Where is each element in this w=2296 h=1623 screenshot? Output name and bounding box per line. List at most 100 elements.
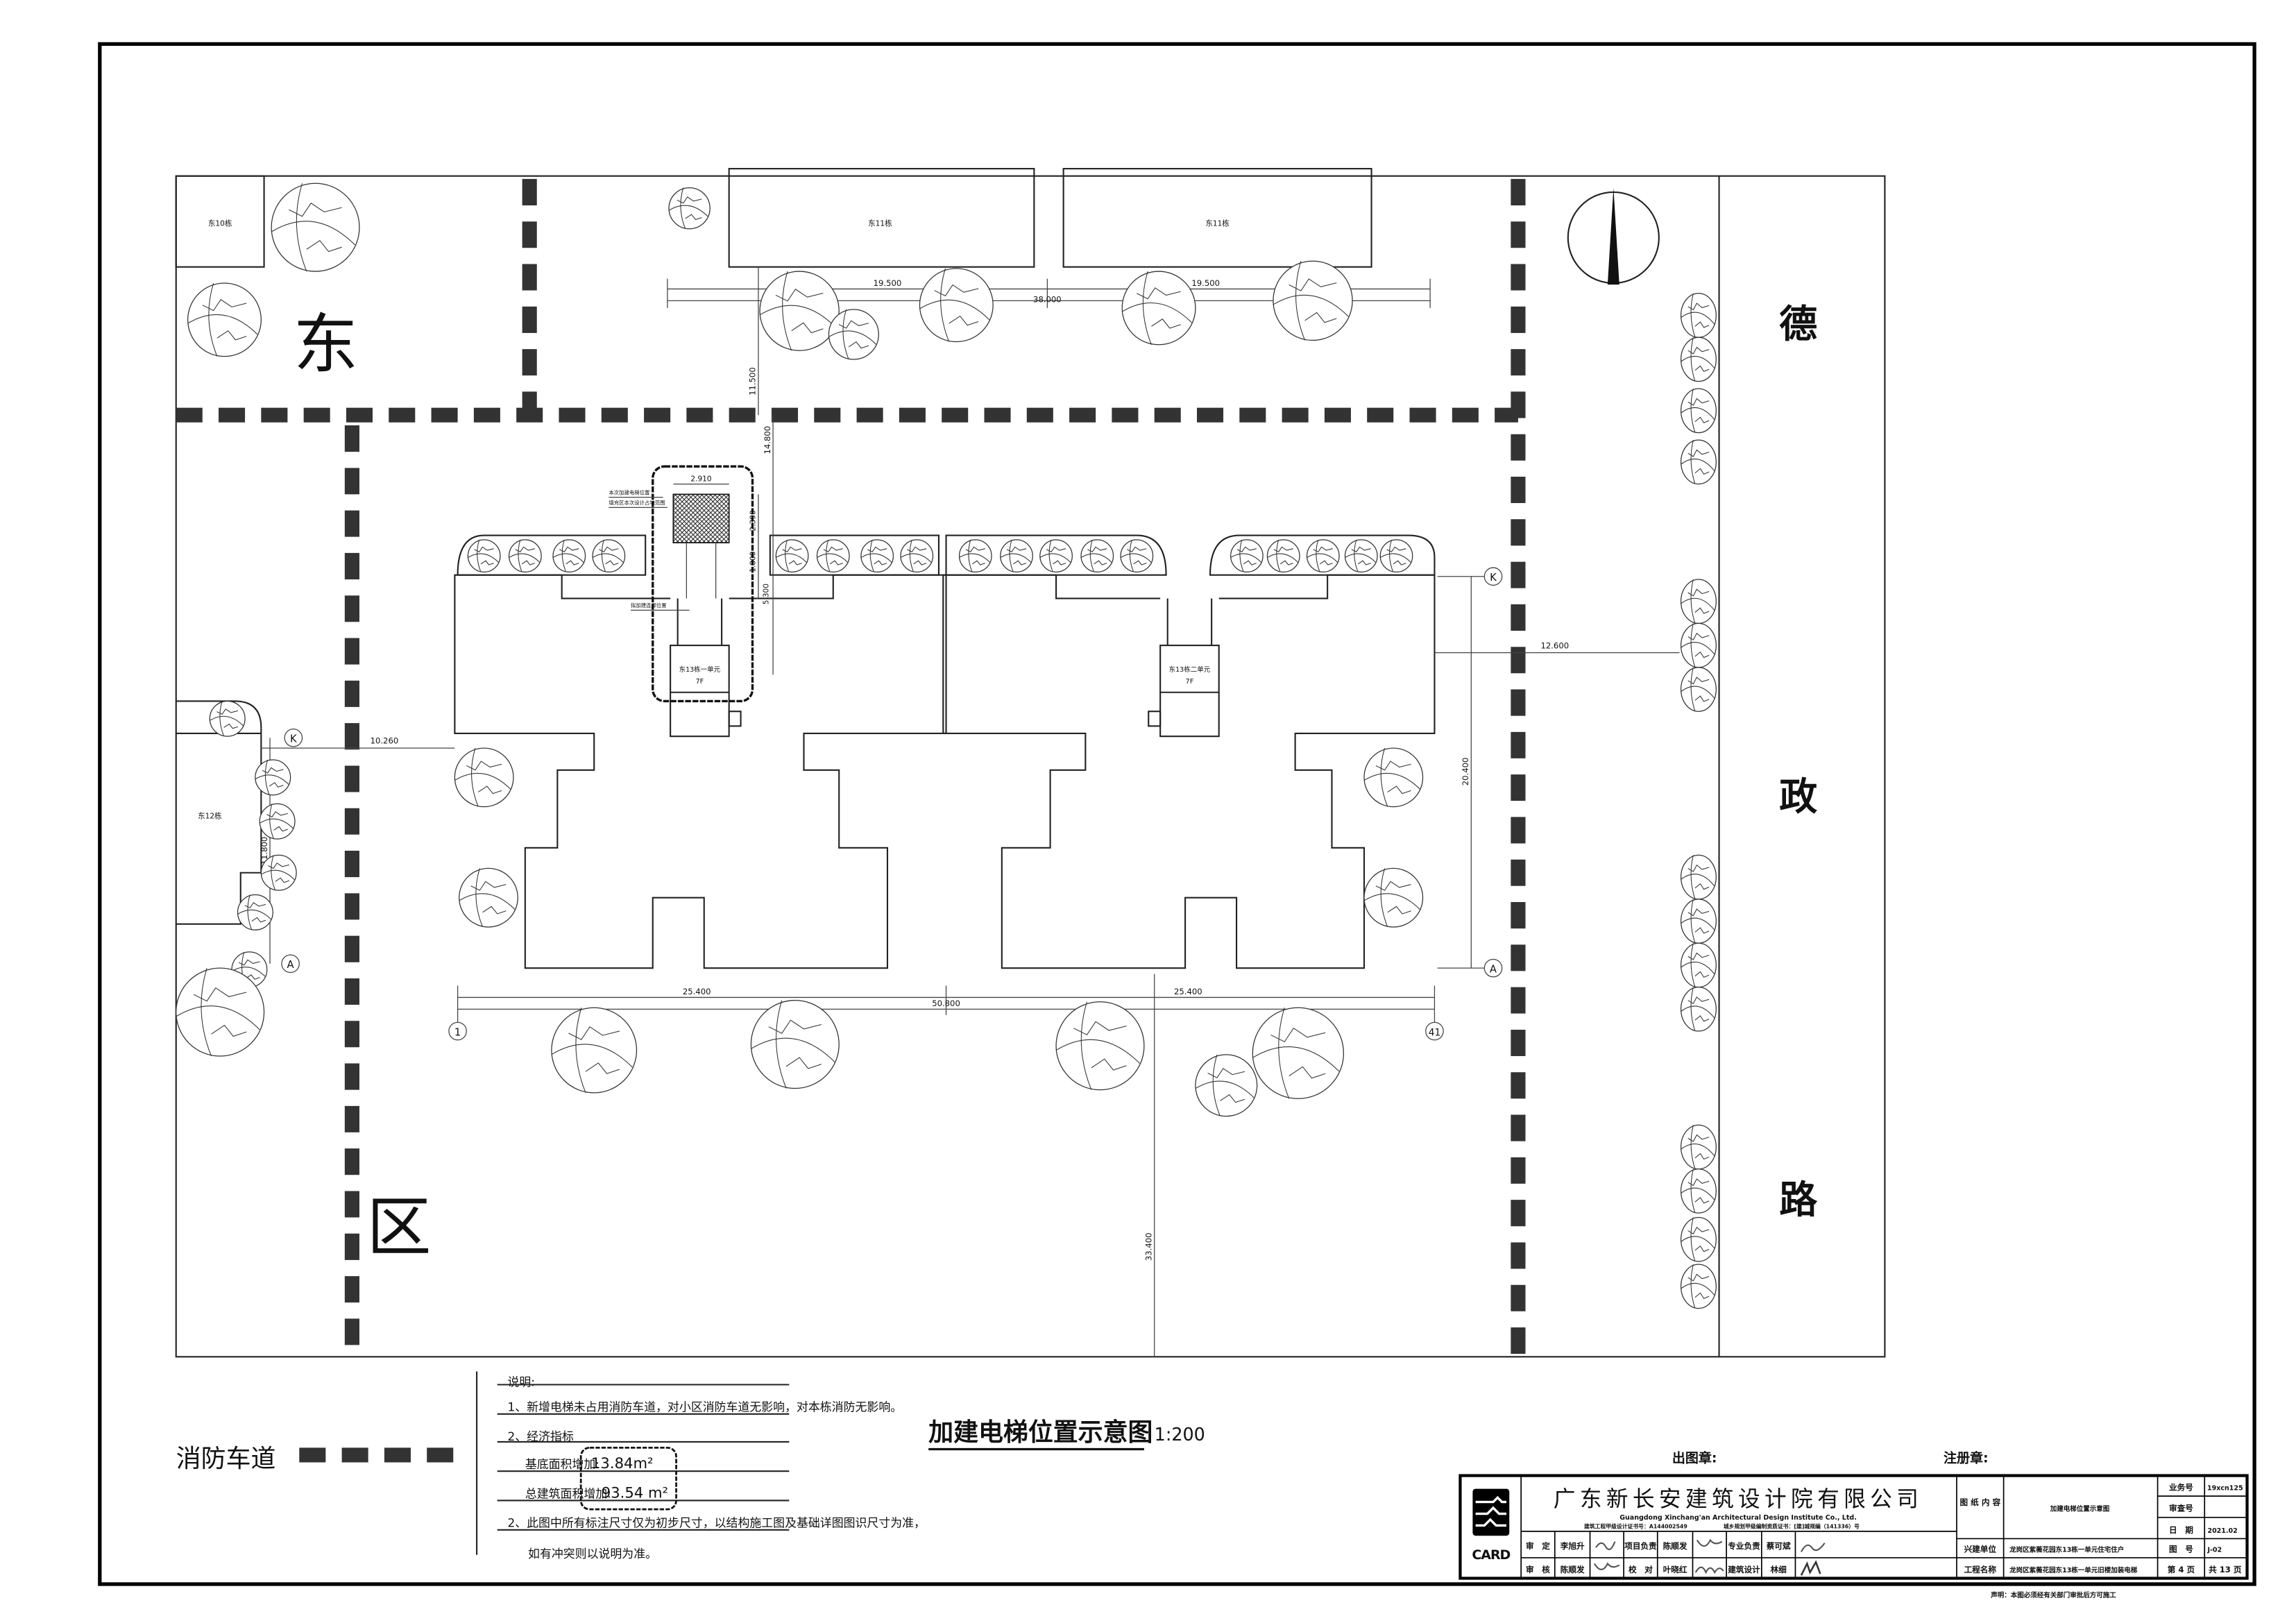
building-east11b <box>1062 168 1372 268</box>
tree-icon <box>552 539 586 573</box>
tree-icon <box>459 867 518 928</box>
fire-lanes <box>176 178 1526 1357</box>
signature-approve <box>1595 1541 1616 1550</box>
building-east13: 东13栋一单元 7F 东13栋二单元 7F <box>454 574 1436 969</box>
project-label: 工程名称 <box>1964 1565 1997 1574</box>
building-east11a-label: 东11栋 <box>868 219 892 228</box>
tree-icon <box>1379 539 1413 573</box>
tree-icon <box>1230 539 1264 573</box>
tree-icon <box>592 539 626 573</box>
date-label: 日 期 <box>2169 1525 2193 1535</box>
grid-axes: K K A A 1 41 <box>281 567 1503 1041</box>
elevator-footprint-label: 填充区本次设计占地范围 <box>609 500 665 506</box>
tree-icon <box>271 182 360 272</box>
pm-label: 项目负责 <box>1624 1541 1657 1551</box>
approve-label: 审 定 <box>1526 1541 1550 1551</box>
tree-icon <box>1080 539 1114 573</box>
review-label: 审 核 <box>1526 1565 1550 1574</box>
date: 2021.02 <box>2207 1527 2237 1535</box>
drawing-content-label: 图 纸 内 容 <box>1960 1497 2001 1507</box>
note-3: 2、此图中所有标注尺寸仅为初步尺寸，以结构施工图及基础详图图识尺寸为准， <box>507 1516 925 1530</box>
road-char-2: 政 <box>1779 774 1817 819</box>
drawing-content: 加建电梯位置示意图 <box>2050 1504 2110 1513</box>
dim-elevator-width: 2.910 <box>690 475 711 483</box>
signature-review <box>1593 1562 1620 1570</box>
tree-icon <box>1252 1007 1345 1099</box>
tree-icon <box>1680 439 1717 485</box>
company-name-en: Guangdong Xinchang'an Architectural Desi… <box>1619 1514 1857 1522</box>
legend-fire-lane-label: 消防车道 <box>176 1445 276 1473</box>
drawing-border <box>98 42 2256 1586</box>
dim-left-height: 11.800 <box>260 837 269 865</box>
dim-bottom-right: 25.400 <box>1174 987 1202 996</box>
revision-cloud <box>652 465 754 703</box>
dim-top-right: 19.500 <box>1191 278 1220 288</box>
tree-icon <box>467 539 501 573</box>
tree-icon <box>1680 293 1717 338</box>
tree-icon <box>1680 337 1717 382</box>
dim-bottom-total: 50.800 <box>932 999 960 1008</box>
note-1: 1、新增电梯未占用消防车道，对小区消防车道无影响，对本栋消防无影响。 <box>507 1400 902 1414</box>
check-label: 校 对 <box>1629 1565 1653 1574</box>
note-3-continued: 如有冲突则以说明为准。 <box>528 1547 657 1561</box>
drawing-title: 加建电梯位置示意图 <box>928 1418 1153 1447</box>
base-area-value: 13.84m² <box>591 1454 654 1472</box>
revision-cloud-area <box>579 1447 677 1511</box>
new-elevator: 本次加建电梯位置 填充区本次设计占地范围 拟加建连廊位置 <box>609 465 754 703</box>
drawing-no-label: 图 号 <box>2169 1544 2193 1554</box>
signature-arch <box>1800 1560 1821 1576</box>
tree-icon <box>900 539 934 573</box>
drawing-scale: 1:200 <box>1155 1424 1205 1445</box>
drawing-no: J-02 <box>2206 1546 2222 1554</box>
tree-icon <box>668 187 711 230</box>
tree-icon <box>1680 942 1717 988</box>
registration-stamp-label: 注册章: <box>1944 1450 1989 1466</box>
building-east12 <box>176 700 262 925</box>
tree-icon <box>816 539 850 573</box>
tree-icon <box>1680 899 1717 944</box>
tree-icon <box>209 700 246 737</box>
tree-icon <box>1680 622 1717 668</box>
review-name: 陈顺发 <box>1561 1565 1585 1574</box>
note-2: 2、经济指标 <box>507 1429 573 1443</box>
total-pages: 共 13 页 <box>2209 1565 2242 1574</box>
tree-icon <box>1680 1264 1717 1309</box>
discipline-name: 蔡可斌 <box>1766 1541 1791 1551</box>
corridor-label: 拟加建连廊位置 <box>631 602 667 609</box>
tree-icon <box>1680 987 1717 1032</box>
grid-1: 1 <box>454 1026 461 1038</box>
title-block: CARD 广东新长安建筑设计院有限公司 Guangdong Xinchang'a… <box>1459 1474 2249 1580</box>
cert-planning: 城乡规划甲级编制资质证书：[建]城规编（141336）号 <box>1724 1523 1860 1530</box>
tree-icon <box>919 268 994 343</box>
tree-icon <box>1680 1216 1717 1262</box>
road-char-3: 路 <box>1779 1178 1818 1222</box>
tree-icon <box>775 539 809 573</box>
district-char-zone: 区 <box>367 1190 432 1265</box>
tree-icon <box>1680 388 1717 434</box>
dimensions: 19.500 38.000 19.500 11.500 14.800 2.910… <box>260 266 1680 1357</box>
dim-top-left: 19.500 <box>874 278 902 288</box>
approve-name: 李旭升 <box>1560 1541 1585 1551</box>
grid-41: 41 <box>1429 1027 1440 1038</box>
company-logo: CARD <box>1472 1488 1511 1563</box>
unit1-label: 东13栋一单元 <box>679 665 721 674</box>
dim-right-height: 20.400 <box>1461 758 1470 786</box>
cert-architecture: 建筑工程甲级设计证书号：A144002549 <box>1583 1523 1687 1530</box>
tree-icon <box>255 759 291 796</box>
tree-icon <box>1120 539 1154 573</box>
tree-icon <box>1363 747 1424 808</box>
tree-icon <box>551 1007 638 1094</box>
tree-icon <box>1344 539 1378 573</box>
tree-icon <box>237 894 273 931</box>
building-east12-label: 东12栋 <box>198 812 222 821</box>
check-name: 叶晓红 <box>1663 1565 1687 1574</box>
tree-icon <box>1266 539 1300 573</box>
discipline-label: 专业负责 <box>1728 1541 1760 1551</box>
tree-icon <box>1000 539 1033 573</box>
road-char-1: 德 <box>1779 302 1817 346</box>
building-east11b-label: 东11栋 <box>1205 219 1230 228</box>
signature-discipline <box>1800 1543 1826 1552</box>
dim-south-gap: 33.400 <box>1143 1232 1153 1261</box>
company-name-cn: 广东新长安建筑设计院有限公司 <box>1554 1487 1923 1512</box>
